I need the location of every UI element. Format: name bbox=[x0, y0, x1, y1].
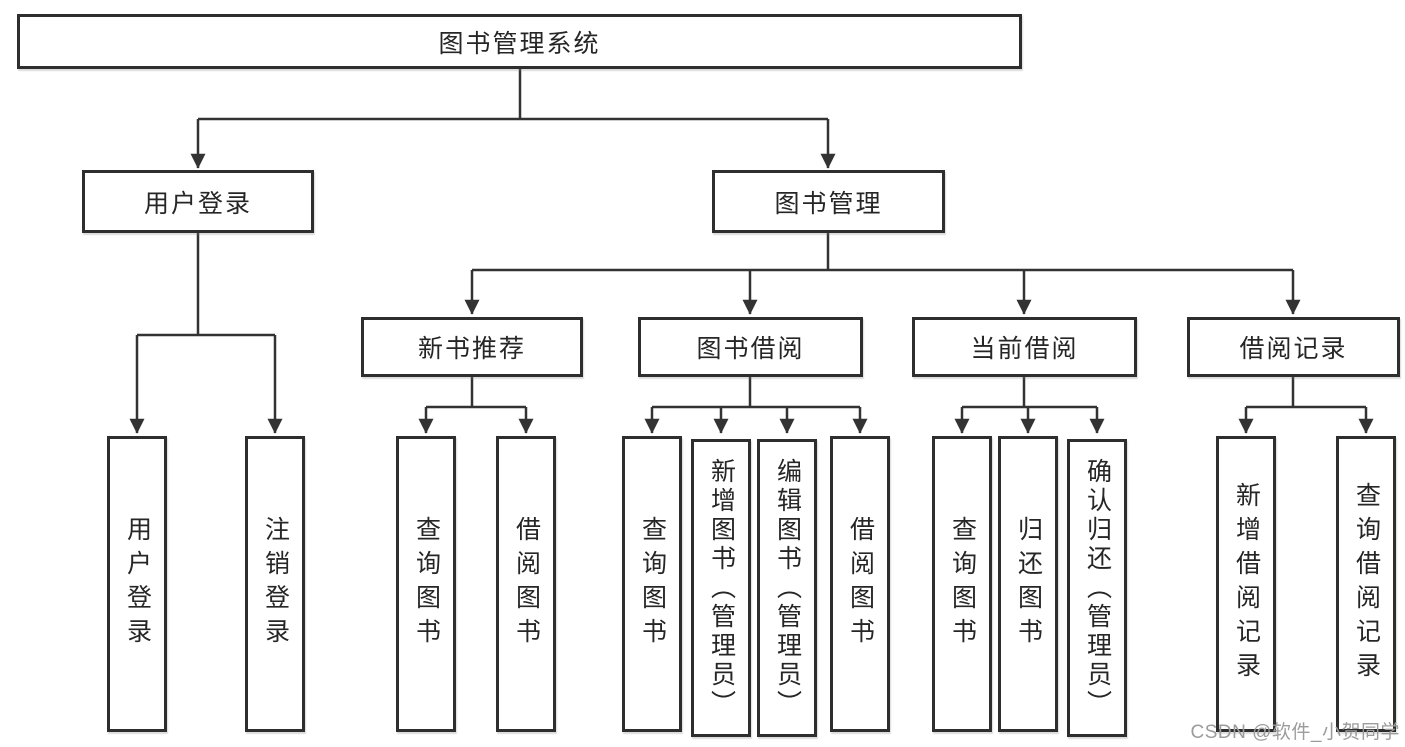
leaf-label: 查询借阅记录 bbox=[1352, 482, 1381, 686]
leaf-label: 借阅图书 bbox=[846, 516, 875, 652]
leaf-label: 归还图书 bbox=[1014, 516, 1043, 652]
node-book-management: 图书管理 bbox=[712, 170, 945, 233]
node-label: 图书借阅 bbox=[696, 335, 805, 363]
leaf-add-borrow-record: 新增借阅记录 bbox=[1216, 436, 1276, 732]
leaf-label: 编辑图书（管理员） bbox=[773, 457, 802, 719]
leaf-return-books: 归还图书 bbox=[998, 436, 1058, 732]
node-label: 用户登录 bbox=[143, 189, 252, 218]
leaf-label: 查询图书 bbox=[638, 516, 667, 652]
node-label: 当前借阅 bbox=[970, 335, 1079, 363]
node-current-borrowing: 当前借阅 bbox=[912, 317, 1137, 377]
leaf-label: 注销登录 bbox=[261, 516, 290, 652]
leaf-label: 新增借阅记录 bbox=[1232, 482, 1261, 686]
leaf-query-books-recommend: 查询图书 bbox=[396, 436, 456, 732]
leaf-user-login: 用户登录 bbox=[107, 436, 167, 732]
leaf-label: 借阅图书 bbox=[512, 516, 541, 652]
leaf-label: 新增图书（管理员） bbox=[707, 457, 736, 719]
node-new-book-recommendation: 新书推荐 bbox=[361, 317, 583, 377]
leaf-label: 用户登录 bbox=[123, 516, 152, 652]
leaf-borrow-books-borrowing: 借阅图书 bbox=[830, 436, 890, 732]
node-book-borrowing: 图书借阅 bbox=[638, 317, 863, 377]
leaf-label: 查询图书 bbox=[948, 516, 977, 652]
node-label: 借阅记录 bbox=[1239, 335, 1348, 363]
leaf-edit-book-admin: 编辑图书（管理员） bbox=[757, 439, 817, 737]
node-borrowing-records: 借阅记录 bbox=[1187, 317, 1400, 377]
node-label: 图书管理系统 bbox=[438, 29, 601, 58]
leaf-query-books-borrowing: 查询图书 bbox=[622, 436, 682, 732]
leaf-borrow-books-recommend: 借阅图书 bbox=[496, 436, 556, 732]
leaf-query-books-current: 查询图书 bbox=[932, 436, 992, 732]
node-library-management-system: 图书管理系统 bbox=[17, 14, 1022, 69]
leaf-label: 确认归还（管理员） bbox=[1083, 457, 1112, 719]
csdn-watermark: CSDN @软件_小贺同学 bbox=[1190, 722, 1400, 743]
node-label: 新书推荐 bbox=[417, 335, 526, 363]
leaf-label: 查询图书 bbox=[412, 516, 441, 652]
leaf-confirm-return-admin: 确认归还（管理员） bbox=[1067, 439, 1127, 737]
leaf-query-borrow-record: 查询借阅记录 bbox=[1336, 436, 1396, 732]
node-label: 图书管理 bbox=[774, 189, 883, 218]
node-user-login: 用户登录 bbox=[82, 170, 314, 233]
leaf-add-book-admin: 新增图书（管理员） bbox=[691, 439, 751, 737]
leaf-logout: 注销登录 bbox=[245, 436, 305, 732]
